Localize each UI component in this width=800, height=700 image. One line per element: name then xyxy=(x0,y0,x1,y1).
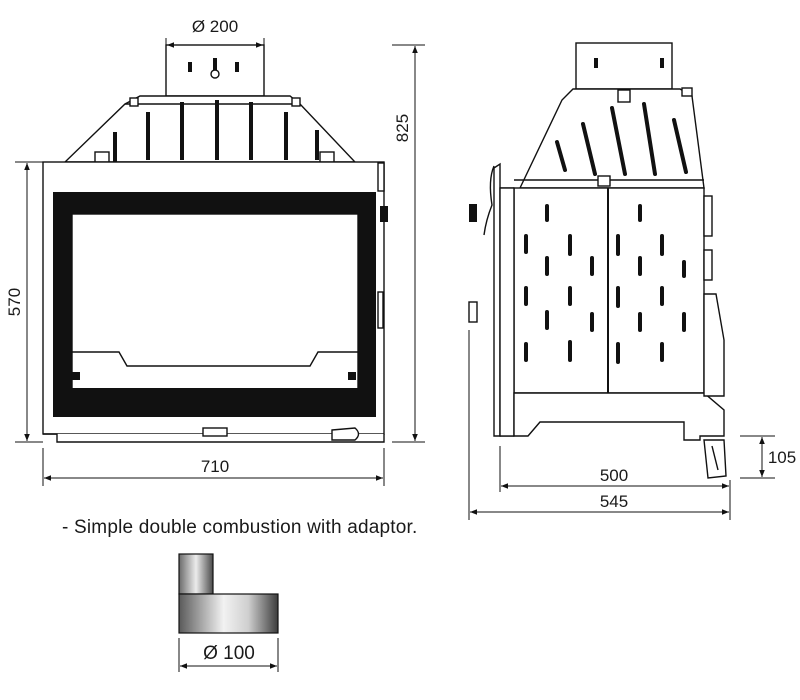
adaptor-collar xyxy=(178,593,279,634)
side-vent-slots xyxy=(524,204,686,364)
ash-lever-icon xyxy=(331,427,360,441)
front-view xyxy=(42,44,388,443)
hood-vent-slots xyxy=(113,100,319,162)
dim-total-height: 825 xyxy=(393,114,412,142)
flue-damper-icon xyxy=(210,69,220,79)
side-dimensions xyxy=(468,330,775,520)
side-door xyxy=(493,162,501,437)
dim-body-depth: 500 xyxy=(600,466,628,485)
dim-flue-diameter: Ø 200 xyxy=(192,17,238,36)
dim-adaptor-diameter: Ø 100 xyxy=(203,643,255,664)
dim-total-depth: 545 xyxy=(600,492,628,511)
side-flue-collar xyxy=(575,42,673,90)
side-base xyxy=(513,392,725,441)
adaptor-pipe xyxy=(178,553,214,595)
adaptor-note: - Simple double combustion with adaptor. xyxy=(62,517,418,538)
dim-leg-height: 105 xyxy=(768,448,796,467)
side-view xyxy=(468,42,727,479)
side-hood-vents xyxy=(555,102,688,176)
dim-front-width: 710 xyxy=(201,457,229,476)
door-handle-icon xyxy=(380,206,388,222)
log-grate xyxy=(71,351,359,388)
front-dimensions xyxy=(15,38,425,486)
side-handle-icon xyxy=(469,204,477,222)
adaptor-drawing xyxy=(178,553,279,672)
dim-door-height: 570 xyxy=(5,288,24,316)
